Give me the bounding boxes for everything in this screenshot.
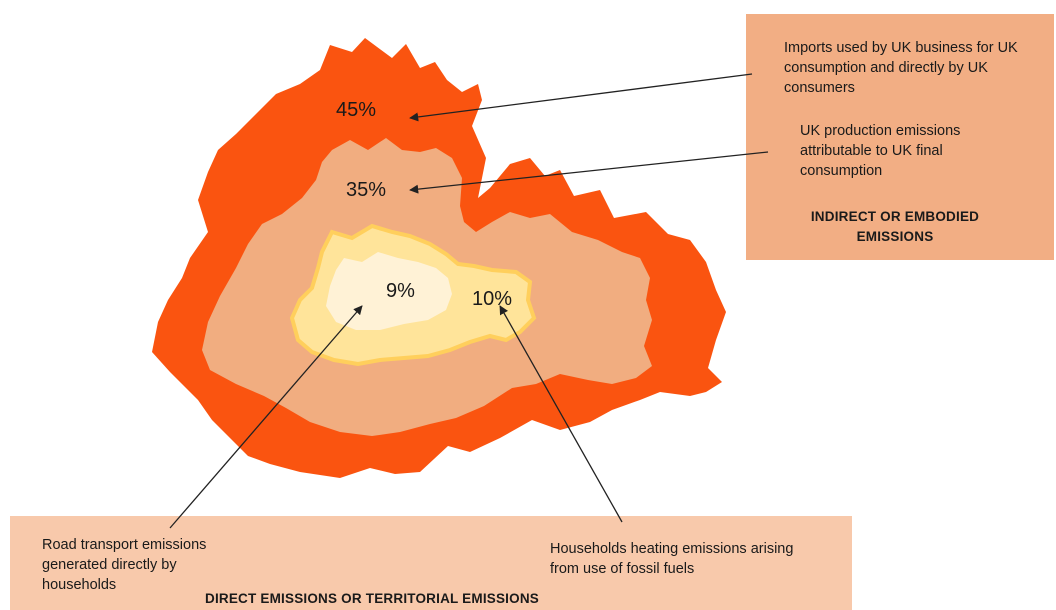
uk-production-callout-line-1: UK production emissions <box>800 123 961 139</box>
uk-production-callout-line-3: consumption <box>800 163 883 179</box>
road-transport-callout-line-3: households <box>42 577 117 593</box>
road-transport-callout-line-2: generated directly by <box>42 557 177 573</box>
uk-production-callout: UK production emissions attributable to … <box>800 121 1040 181</box>
road-transport-callout: Road transport emissions generated direc… <box>42 535 282 595</box>
household-heating-callout-line-2: from use of fossil fuels <box>550 561 695 577</box>
household-heating-arrow <box>499 305 623 523</box>
uk-production-callout-line-2: attributable to UK final <box>800 143 943 159</box>
household-heating-callout: Households heating emissions arising fro… <box>550 539 850 579</box>
imports-callout-line-1: Imports used by UK business for UK <box>784 40 1018 56</box>
imports-arrow <box>409 73 753 122</box>
indirect-emissions-box <box>746 14 1054 260</box>
uk-production-arrow <box>409 151 769 194</box>
direct-emissions-band <box>10 516 852 610</box>
imports-callout-line-2: consumption and directly by UK <box>784 60 988 76</box>
imports-percent-label: 45% <box>336 99 376 121</box>
road-transport-percent-label: 9% <box>386 280 415 302</box>
uk-production-percent-label: 35% <box>346 179 386 201</box>
indirect-heading-line-2: EMISSIONS <box>856 229 934 244</box>
indirect-heading-line-1: INDIRECT OR EMBODIED <box>810 209 980 224</box>
road-transport-callout-line-1: Road transport emissions <box>42 537 207 553</box>
direct-emissions-heading: DIRECT EMISSIONS OR TERRITORIAL EMISSION… <box>205 591 539 606</box>
indirect-emissions-heading: INDIRECT OR EMBODIED EMISSIONS <box>770 207 1020 247</box>
household-heating-percent-label: 10% <box>472 288 512 310</box>
imports-callout: Imports used by UK business for UK consu… <box>784 38 1054 98</box>
imports-callout-line-3: consumers <box>784 80 855 96</box>
household-heating-callout-line-1: Households heating emissions arising <box>550 541 794 557</box>
road-transport-arrow <box>169 305 363 529</box>
